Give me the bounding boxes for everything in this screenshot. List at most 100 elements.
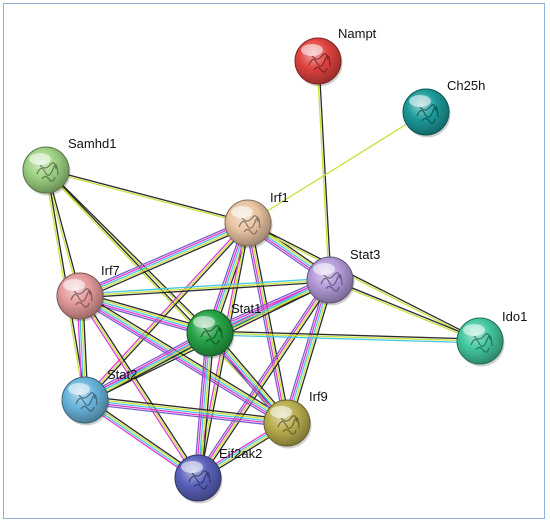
edge-evidence-black [330, 278, 481, 341]
node-bubble[interactable] [61, 376, 109, 424]
edge-evidence-purple [84, 403, 287, 428]
edge-evidence-yellow [79, 295, 199, 479]
node-ch25h[interactable]: Ch25h [402, 78, 485, 138]
edge-evidence-magenta [195, 332, 209, 478]
edge-samhd1-stat1 [44, 168, 212, 335]
node-stat2[interactable]: Stat2 [61, 367, 137, 426]
node-eif2ak2[interactable]: Eif2ak2 [174, 446, 262, 504]
node-bubble[interactable] [22, 146, 70, 194]
protein-structure-icon [36, 162, 59, 182]
edge-evidence-cyan [286, 279, 331, 424]
edge-evidence-magenta [196, 279, 330, 478]
edge-evidence-cyan [84, 332, 211, 401]
node-highlight [68, 383, 90, 395]
edge-ch25h-irf1 [247, 111, 427, 224]
node-label-stat2: Stat2 [107, 367, 137, 382]
node-bubble[interactable] [456, 317, 504, 365]
node-bubble[interactable] [174, 454, 222, 502]
node-bubble[interactable] [224, 199, 272, 247]
edge-stat3-irf7 [79, 277, 331, 299]
edge-evidence-yellow [85, 397, 288, 422]
node-bubble[interactable] [263, 399, 311, 447]
node-highlight [463, 324, 485, 336]
edge-evidence-purple [193, 332, 207, 478]
edge-evidence-black [199, 281, 333, 480]
node-bubble[interactable] [186, 309, 234, 357]
edge-evidence-yellow [199, 333, 213, 479]
edge-evidence-yellow [247, 111, 427, 224]
node-irf9[interactable]: Irf9 [263, 389, 328, 449]
protein-structure-icon [308, 53, 331, 73]
edge-evidence-purple [82, 329, 209, 398]
node-label-nampt: Nampt [338, 26, 377, 41]
edge-stat2-irf9 [84, 395, 288, 428]
node-ido1[interactable]: Ido1 [456, 309, 527, 367]
protein-structure-icon [75, 392, 98, 412]
edge-evidence-yellow [288, 280, 333, 424]
edge-evidence-cyan [79, 295, 288, 424]
node-label-irf1: Irf1 [270, 190, 289, 205]
protein-structure-icon [238, 215, 261, 235]
node-highlight [193, 316, 215, 328]
edge-evidence-black [210, 330, 481, 340]
protein-structure-icon [320, 272, 343, 292]
node-highlight [301, 44, 323, 56]
edge-evidence-yellow [247, 223, 480, 343]
node-stat1[interactable]: Stat1 [186, 301, 261, 359]
node-highlight [29, 153, 51, 165]
edge-evidence-purple [244, 223, 285, 424]
edge-evidence-cyan [84, 399, 288, 424]
protein-structure-icon [277, 415, 300, 435]
node-bubble[interactable] [294, 37, 342, 85]
node-irf7[interactable]: Irf7 [56, 263, 120, 322]
edge-evidence-yellow [44, 170, 210, 335]
edge-evidence-magenta [83, 221, 248, 400]
edge-evidence-purple [195, 278, 329, 477]
edge-irf1-irf9 [244, 222, 291, 424]
edge-evidence-black [318, 60, 332, 280]
node-label-samhd1: Samhd1 [68, 136, 116, 151]
protein-structure-icon [200, 325, 223, 345]
node-nampt[interactable]: Nampt [294, 26, 377, 87]
edge-evidence-purple [78, 218, 247, 294]
edge-evidence-purple [282, 278, 327, 423]
edge-evidence-yellow [85, 334, 212, 403]
edge-evidence-black [85, 395, 288, 420]
edge-evidence-black [86, 335, 213, 404]
edge-evidence-yellow [316, 61, 330, 281]
edge-nampt-stat3 [316, 60, 332, 281]
edge-irf7-eif2ak2 [77, 294, 201, 480]
edge-stat3-ido1 [329, 278, 481, 343]
node-label-eif2ak2: Eif2ak2 [219, 446, 262, 461]
node-stat3[interactable]: Stat3 [306, 247, 380, 306]
edge-stat1-eif2ak2 [193, 332, 215, 479]
protein-structure-icon [416, 104, 439, 124]
node-label-irf9: Irf9 [309, 389, 328, 404]
edge-irf1-stat2 [83, 221, 250, 402]
edge-evidence-magenta [84, 401, 287, 426]
edge-evidence-black [248, 221, 481, 341]
edge-evidence-yellow [209, 332, 481, 342]
node-irf1[interactable]: Irf1 [224, 190, 289, 249]
edge-stat3-eif2ak2 [195, 278, 333, 480]
edge-evidence-yellow [45, 170, 248, 225]
edge-stat3-irf9 [282, 278, 335, 425]
node-bubble[interactable] [56, 272, 104, 320]
node-label-ch25h: Ch25h [447, 78, 485, 93]
edge-evidence-black [85, 223, 250, 402]
edge-evidence-yellow [79, 279, 331, 297]
edge-evidence-magenta [78, 297, 287, 426]
edge-evidence-magenta [77, 296, 197, 480]
node-highlight [63, 279, 85, 291]
node-samhd1[interactable]: Samhd1 [22, 136, 116, 196]
protein-structure-icon [470, 333, 493, 353]
node-label-stat3: Stat3 [350, 247, 380, 262]
edge-evidence-black [201, 333, 215, 479]
node-highlight [313, 263, 335, 275]
edge-evidence-magenta [78, 220, 248, 295]
node-bubble[interactable] [306, 256, 354, 304]
node-bubble[interactable] [402, 88, 450, 136]
edge-irf1-ido1 [247, 221, 481, 343]
